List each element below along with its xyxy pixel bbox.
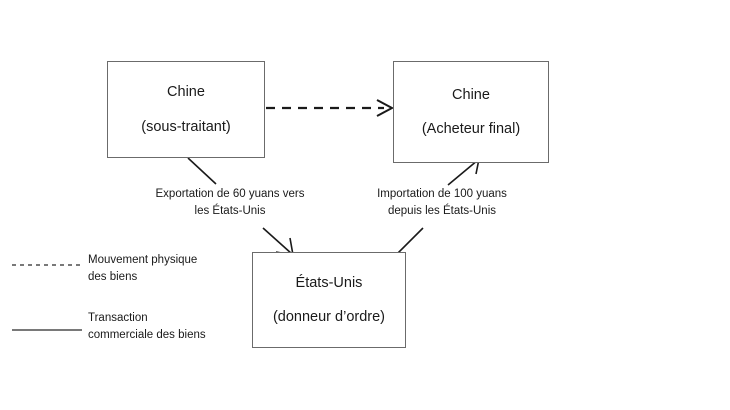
edge-label-line1: Exportation de 60 yuans vers [155,188,305,200]
edge-label-line2: depuis les États-Unis [387,204,497,217]
edge-label-import: Importation de 100 yuans depuis les État… [355,186,529,219]
legend-label-line1: Mouvement physique [88,254,198,266]
legend-item-commercial-transaction: Transaction commerciale des biens [0,310,240,355]
connector-export-lower [262,227,294,256]
connector-export-upper [187,157,217,185]
node-title: États-Unis [295,274,363,291]
node-title: Chine [167,84,205,100]
node-title: Chine [452,86,490,103]
connector-physical-movement [266,99,395,117]
edge-label-line2: les États-Unis [194,204,266,217]
legend-item-physical-movement: Mouvement physique des biens [0,252,240,297]
connector-import-lower [395,227,424,256]
node-united-states-principal[interactable]: États-Unis (donneur d’ordre) [252,252,406,348]
legend-label-line2: des biens [88,270,138,283]
node-subtitle: (Acheteur final) [421,121,521,137]
node-subtitle: (sous-traitant) [141,118,231,135]
node-subtitle: (donneur d’ordre) [272,309,386,325]
node-china-final-buyer[interactable]: Chine (Acheteur final) [393,61,549,163]
legend-label-line2: commerciale des biens [88,328,206,341]
edge-label-export: Exportation de 60 yuans vers les États-U… [140,186,320,219]
node-china-subcontractor[interactable]: Chine (sous-traitant) [107,61,265,158]
legend-label-line1: Transaction [88,312,148,324]
edge-label-line1: Importation de 100 yuans [377,188,507,200]
